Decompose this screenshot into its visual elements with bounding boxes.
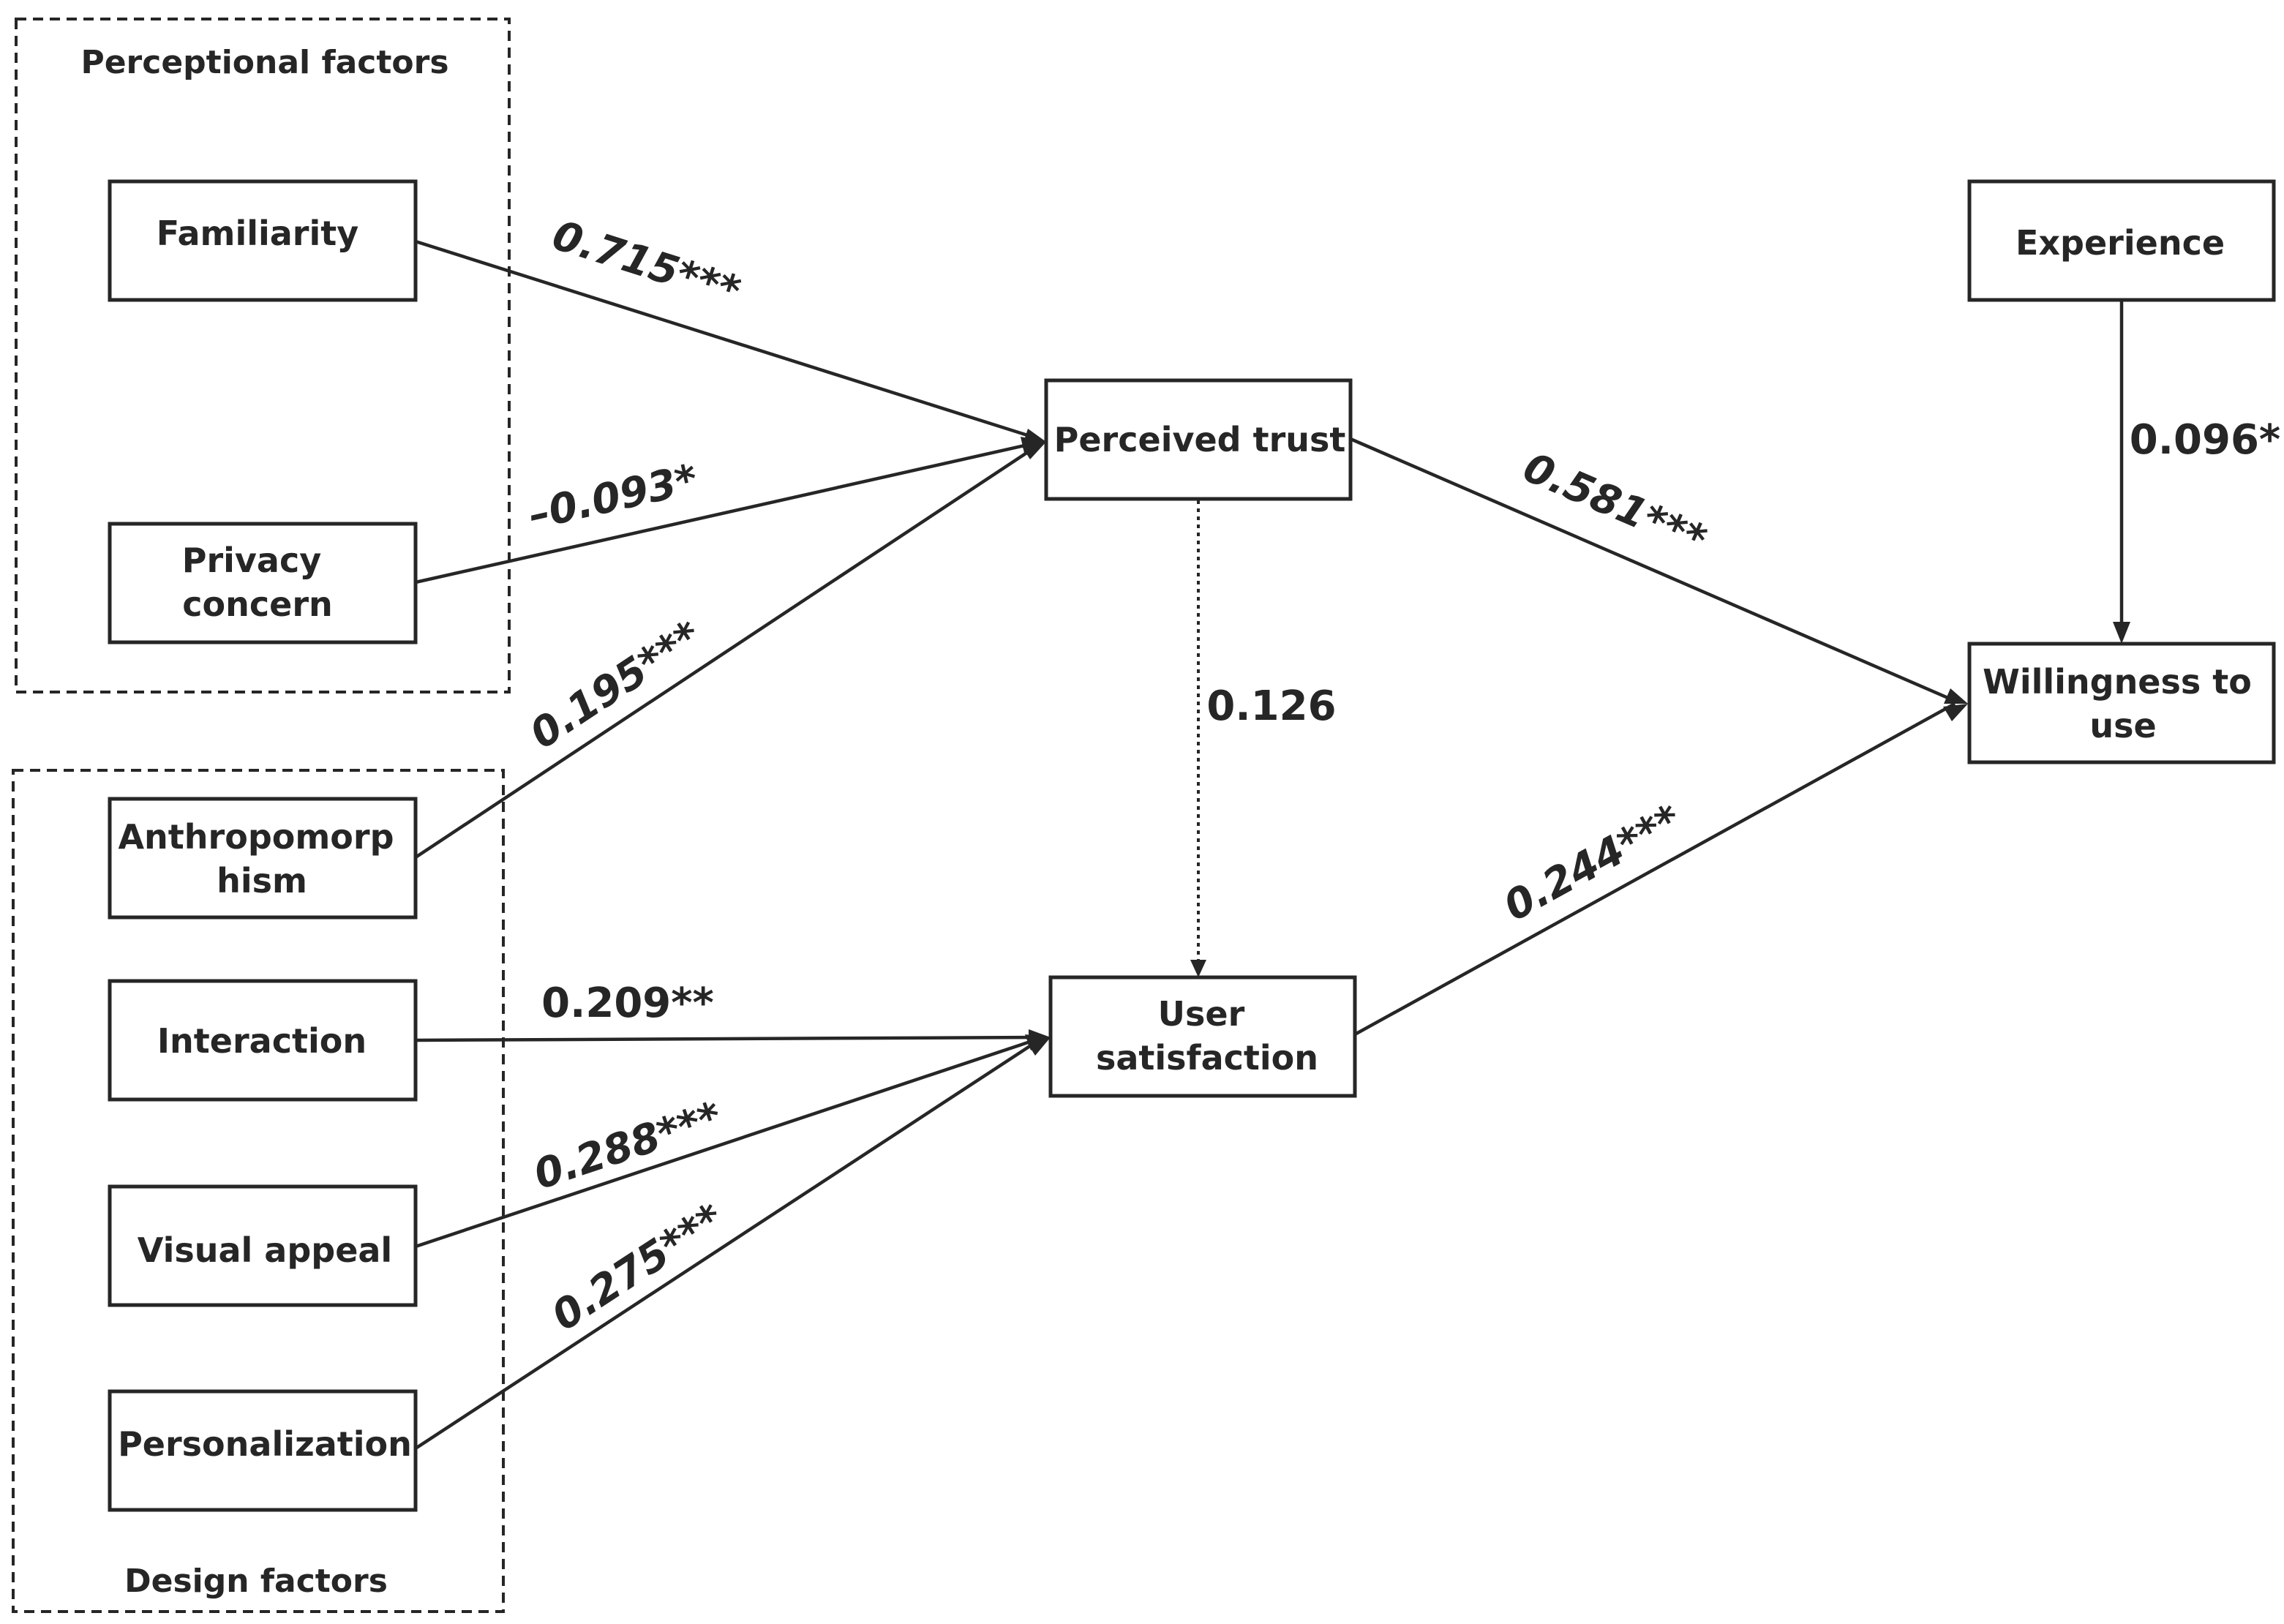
- node-experience-line-1: Experience: [2016, 223, 2225, 263]
- node-willingness-label: Willingness to use: [1983, 662, 2264, 745]
- perceptional-factors-group: [15, 18, 511, 693]
- arrowhead-anthropomorphism-trust: [1021, 442, 1046, 459]
- node-interaction: Interaction: [108, 979, 418, 1102]
- arrowhead-trust-satisfaction: [1190, 960, 1206, 977]
- node-user-satisfaction-line-1: User: [1158, 994, 1245, 1034]
- node-familiarity: Familiarity: [108, 179, 418, 302]
- node-user-satisfaction: User satisfaction: [1048, 975, 1357, 1098]
- node-willingness-line-1: Willingness to: [1983, 662, 2252, 702]
- node-user-satisfaction-line-2: satisfaction: [1096, 1038, 1318, 1078]
- coef-trust-willingness: 0.581***: [1517, 444, 1713, 565]
- coef-trust-satisfaction: 0.126: [1206, 683, 1336, 730]
- arrowhead-trust-willingness: [1944, 688, 1968, 704]
- node-anthropomorphism-label: Anthropomorp hism: [118, 817, 405, 901]
- design-factors-label: Design factors: [124, 1563, 388, 1600]
- arrowhead-experience-willingness: [2113, 622, 2130, 644]
- node-anthropomorphism-line-2: hism: [217, 861, 307, 901]
- node-familiarity-line-1: Familiarity: [157, 214, 358, 253]
- coef-privacy-trust: –0.093*: [524, 455, 702, 539]
- node-personalization-line-1: Personalization: [118, 1424, 412, 1464]
- edge-interaction-satisfaction: [415, 1035, 1040, 1042]
- node-familiarity-label: Familiarity: [157, 214, 358, 253]
- node-personalization-label: Personalization: [118, 1424, 412, 1464]
- coef-familiarity-trust: 0.715***: [546, 211, 745, 315]
- perceptional-factors-label: Perceptional factors: [80, 44, 448, 81]
- coef-interaction-satisfaction: 0.209**: [541, 980, 714, 1027]
- edge-anthropomorphism-trust: [414, 446, 1036, 859]
- node-experience: Experience: [1967, 179, 2276, 302]
- node-visual-appeal-line-1: Visual appeal: [138, 1230, 392, 1270]
- node-privacy-concern-line-1: Privacy: [182, 541, 321, 580]
- node-privacy-concern-line-2: concern: [182, 584, 333, 624]
- node-willingness: Willingness to use: [1967, 642, 2276, 764]
- design-factors-group: [12, 769, 505, 1613]
- edge-satisfaction-willingness: [1353, 702, 1956, 1036]
- node-perceived-trust-label: Perceived trust: [1054, 420, 1346, 459]
- arrowheads: [1021, 429, 2130, 1056]
- edge-visual-satisfaction: [415, 1037, 1040, 1249]
- arrowhead-personalization-satisfaction: [1026, 1037, 1051, 1056]
- node-anthropomorphism: Anthropomorp hism: [108, 797, 418, 920]
- node-personalization: Personalization: [108, 1389, 418, 1512]
- edge-privacy-trust: [415, 441, 1035, 584]
- edge-trust-willingness: [1350, 437, 1956, 703]
- node-interaction-line-1: Interaction: [157, 1021, 367, 1061]
- node-privacy-concern-label: Privacy concern: [182, 541, 333, 624]
- node-privacy-concern: Privacy concern: [108, 522, 418, 644]
- coef-personalization-satisfaction: 0.275***: [544, 1195, 732, 1340]
- node-user-satisfaction-label: User satisfaction: [1096, 994, 1318, 1078]
- node-willingness-line-2: use: [2089, 706, 2156, 745]
- node-visual-appeal: Visual appeal: [108, 1184, 418, 1307]
- coef-satisfaction-willingness: 0.244***: [1496, 795, 1688, 931]
- node-interaction-label: Interaction: [157, 1021, 367, 1061]
- edge-familiarity-trust: [415, 239, 1035, 440]
- node-visual-appeal-label: Visual appeal: [138, 1230, 392, 1270]
- arrowhead-satisfaction-willingness: [1943, 704, 1968, 721]
- coef-anthropomorphism-trust: 0.195***: [522, 612, 710, 758]
- edges: [414, 239, 2124, 1450]
- node-anthropomorphism-line-1: Anthropomorp: [118, 817, 394, 857]
- edge-personalization-satisfaction: [414, 1039, 1040, 1450]
- node-perceived-trust: Perceived trust: [1044, 378, 1353, 501]
- node-experience-label: Experience: [2016, 223, 2225, 263]
- coef-visual-satisfaction: 0.288***: [528, 1093, 727, 1199]
- coef-experience-willingness: 0.096*: [2130, 416, 2280, 464]
- node-perceived-trust-line-1: Perceived trust: [1054, 420, 1346, 459]
